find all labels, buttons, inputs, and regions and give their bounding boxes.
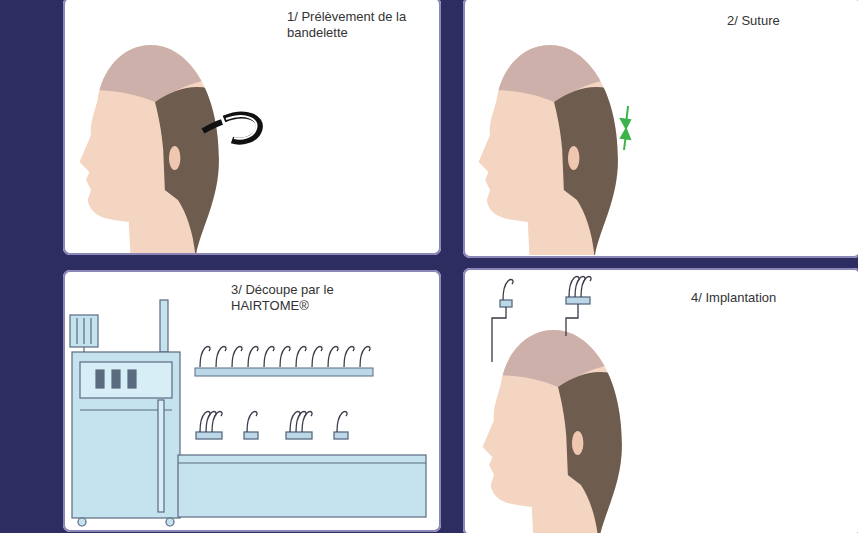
step-label: 1/ Prélèvement de la bandelette — [287, 9, 409, 41]
leader-lines — [492, 304, 578, 362]
head — [479, 40, 628, 270]
head — [80, 40, 229, 270]
step-label: 2/ Suture — [727, 13, 837, 29]
step-panel: 2/ Suture — [463, 0, 858, 258]
step-panel: 4/ Implantation — [463, 268, 858, 533]
step-panel: 3/ Découpe par le HAIRTOME® — [63, 270, 441, 532]
graft-strip — [195, 368, 373, 376]
step-label: 3/ Découpe par le HAIRTOME® — [231, 282, 335, 314]
step-panel: 1/ Prélèvement de la bandelette — [63, 0, 441, 255]
head — [483, 325, 632, 533]
hairtome-machine — [70, 300, 180, 526]
tray — [178, 455, 426, 517]
step-label: 4/ Implantation — [691, 290, 831, 306]
strip — [224, 115, 259, 141]
suture-arrows — [621, 106, 630, 150]
strip-band — [203, 122, 222, 131]
